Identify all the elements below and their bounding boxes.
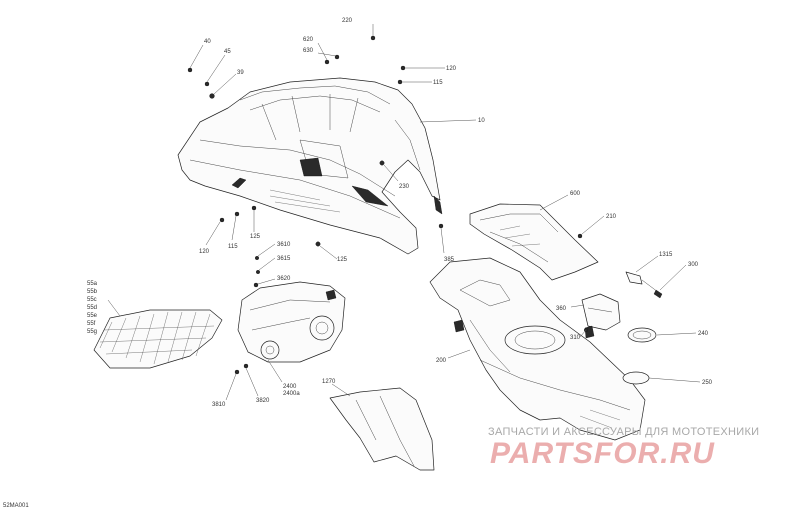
callout-300: 300: [688, 262, 699, 268]
switch-connector: [625, 271, 663, 299]
callout-200: 200: [436, 358, 447, 364]
filler-cap: [627, 327, 657, 343]
callout-115-top: 115: [433, 80, 443, 86]
callout-120-top: 120: [446, 66, 457, 72]
seal-ring: [622, 371, 650, 385]
watermark-caption: ЗАПЧАСТИ И АКСЕССУАРЫ ДЛЯ МОТОТЕХНИКИ: [488, 426, 760, 438]
leader-lines: [107, 24, 701, 401]
diagram-code: 52MA001: [3, 503, 29, 509]
callout-3610: 3610: [277, 242, 291, 248]
callout-125-mid: 125: [337, 257, 348, 263]
callout-620: 620: [303, 37, 314, 43]
callout-115-left: 115: [228, 244, 238, 250]
inner-liner: [469, 203, 599, 281]
callout-40: 40: [204, 39, 211, 45]
callout-230: 230: [399, 184, 410, 190]
callout-55f: 55f: [87, 321, 96, 327]
gauge-bracket: [581, 293, 621, 339]
callout-45: 45: [224, 49, 231, 55]
callout-250: 250: [702, 380, 713, 386]
callout-210: 210: [606, 214, 617, 220]
callout-120-left: 120: [199, 249, 210, 255]
headlight-assembly: [237, 281, 346, 363]
callout-240: 240: [698, 331, 709, 337]
fasteners: [187, 35, 589, 375]
callout-10: 10: [478, 118, 485, 124]
callout-2400a: 2400a: [283, 391, 300, 397]
callout-55d: 55d: [87, 305, 97, 311]
callout-55c: 55c: [87, 297, 97, 303]
watermark-logo: PARTSFOR.RU: [490, 437, 715, 470]
callout-2400: 2400: [283, 384, 297, 390]
callout-55e: 55e: [87, 313, 98, 319]
lower-side-panel: [329, 387, 435, 471]
callout-55g: 55g: [87, 329, 97, 335]
center-console: [429, 257, 646, 441]
callout-55a: 55a: [87, 281, 98, 287]
callout-3810: 3810: [212, 402, 226, 408]
callout-55b: 55b: [87, 289, 98, 295]
hood-panel: [177, 77, 443, 255]
callout-1270: 1270: [322, 379, 336, 385]
callout-39: 39: [237, 70, 244, 76]
callout-360: 360: [556, 306, 567, 312]
callout-3820-bottom: 3820: [256, 398, 270, 404]
callout-1315: 1315: [659, 252, 673, 258]
vent-grille: [93, 309, 223, 369]
callout-220: 220: [342, 18, 353, 24]
callout-labels: 220 40 45 620 630 39 120 115 10 230 120 …: [87, 18, 713, 408]
callout-385: 385: [444, 257, 455, 263]
callout-3615: 3615: [277, 256, 291, 262]
callout-600: 600: [570, 191, 581, 197]
callout-630: 630: [303, 48, 314, 54]
callout-125-left: 125: [250, 234, 261, 240]
callout-3620-top: 3620: [277, 276, 291, 282]
callout-310: 310: [570, 335, 581, 341]
